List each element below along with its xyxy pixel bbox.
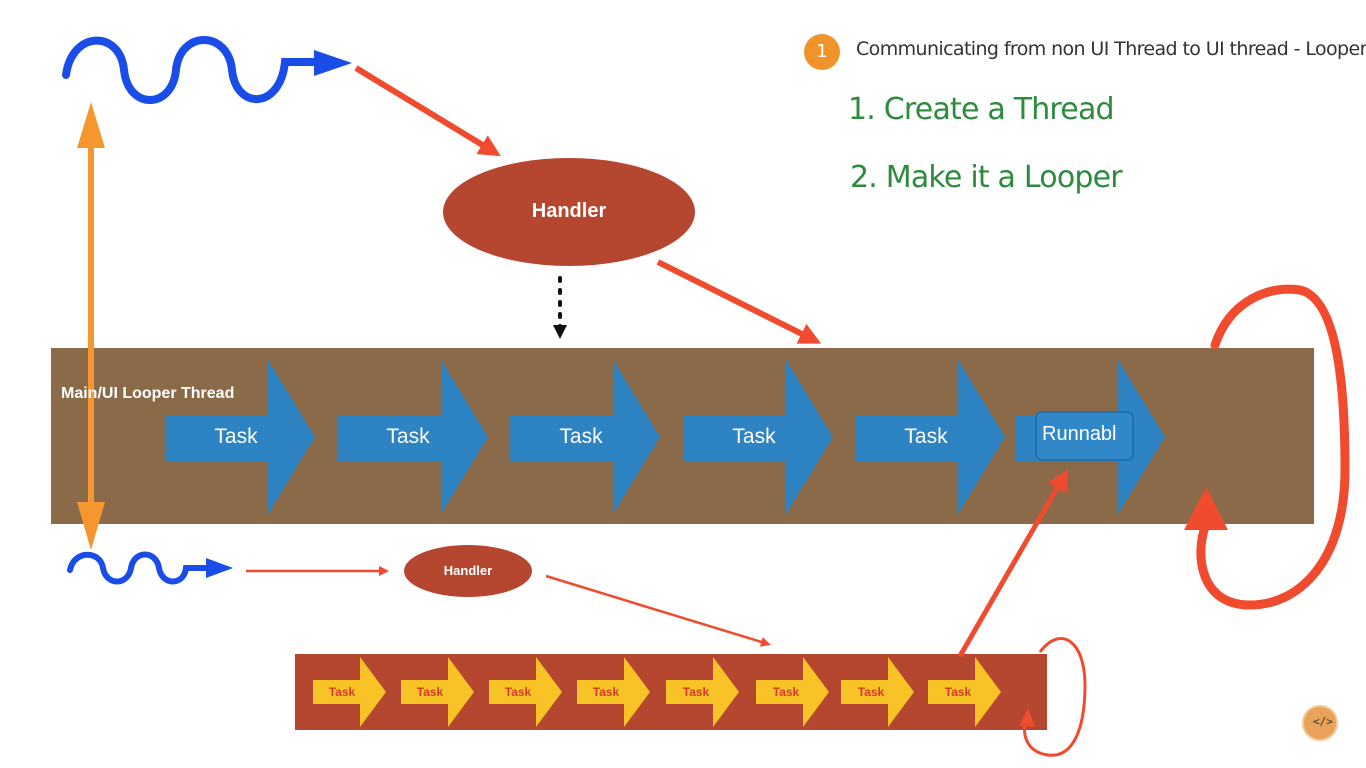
step-1: 1. Create a Thread [848,92,1115,127]
worker-task-label: Task [504,685,532,699]
small-task-arrow-6 [756,657,829,727]
small-task-arrow-8 [928,657,1001,727]
main-task-label: Task [214,425,258,448]
bottom-wave [67,551,213,585]
worker-task-label: Task [944,685,972,699]
small-task-arrow-3 [489,657,562,727]
step-badge: 1 [804,34,840,70]
worker-task-label: Task [682,685,710,699]
worker-loop-arrow [1023,637,1087,757]
main-thread-label: Main/UI Looper Thread [61,385,235,402]
task-arrow-3 [510,360,660,514]
small-task-arrow-1 [313,657,386,727]
top-wave-arrowhead [314,50,352,76]
main-task-label: Task [732,425,776,448]
small-task-arrow-4 [577,657,650,727]
worker-task-label: Task [772,685,800,699]
main-handler-ellipse [443,158,695,266]
runnable-box [1035,411,1134,461]
small-task-arrow-7 [841,657,914,727]
worker-to-runnable-arrow [957,469,1069,658]
thread-link-arrowhead-bottom [77,502,105,550]
small-task-arrow-5 [666,657,739,727]
code-head-logo-icon: </> [1302,705,1338,741]
task-arrow-4 [683,360,833,514]
main-task-label: Task [386,425,430,448]
slide-title: Communicating from non UI Thread to UI t… [856,38,1366,60]
secondary-handler-ellipse [404,545,532,597]
handler-to-looper-arrow [656,259,822,344]
worker-task-label: Task [416,685,444,699]
step-2: 2. Make it a Looper [850,160,1123,195]
task-arrow-2 [338,360,488,514]
small-task-arrow-2 [401,657,474,727]
small-handler-to-worker-arrow [545,574,771,647]
main-task-label: Task [559,425,603,448]
main-loop-arrow [1196,284,1350,610]
thread-link-arrowhead-top [77,102,105,148]
worker-task-label: Task [328,685,356,699]
worker-loop-arrowhead [1019,708,1035,727]
worker-task-label: Task [592,685,620,699]
main-handler-label: Handler [531,200,607,222]
runnable-label: Runnabl [1042,423,1117,445]
task-arrow-1 [165,360,315,514]
task-arrow-5 [855,360,1005,514]
main-loop-arrowhead [1184,487,1228,530]
top-wave [62,36,322,104]
wave-to-handler-arrow [354,65,501,157]
bottom-wave-arrowhead [206,558,233,578]
secondary-handler-label: Handler [443,563,493,578]
worker-task-label: Task [857,685,885,699]
main-task-label: Task [904,425,948,448]
